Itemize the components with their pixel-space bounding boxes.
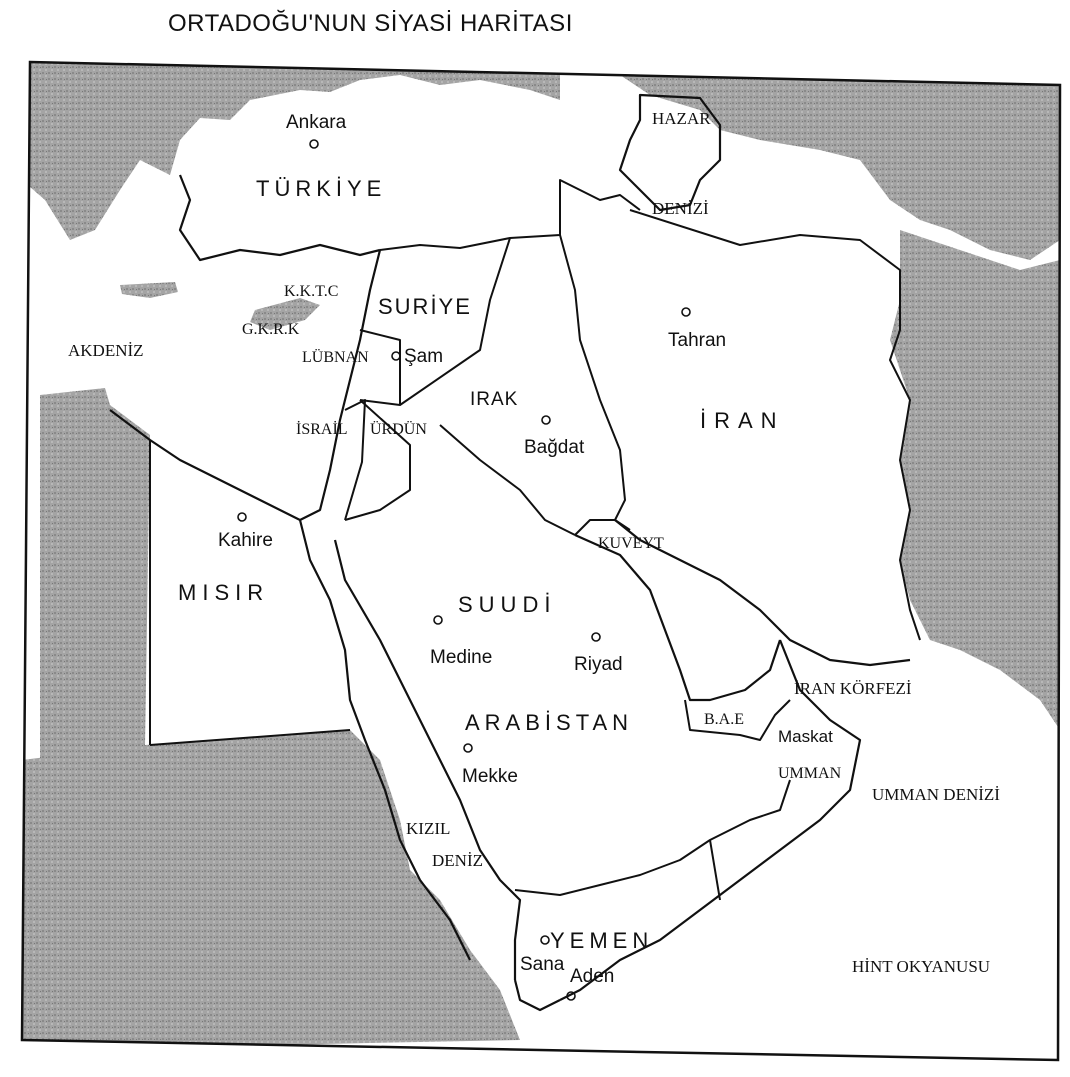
shaded-afghanistan-pakistan [890,230,1060,730]
label-kktc: K.K.T.C [284,283,338,300]
marker-tahran [681,307,691,317]
yemen-south-coast [513,979,561,1012]
label-israil: İSRAİL [296,420,348,438]
label-suudi: SUUDİ [458,592,556,617]
border-iraq-iran [559,234,626,521]
shaded-caucasus-central-asia [620,75,1060,260]
persian-gulf-east-coast [614,519,911,667]
label-umman-denizi: UMMAN DENİZİ [872,785,1000,804]
border-syria-lebanon [359,329,401,406]
label-akdeniz: AKDENİZ [68,341,144,360]
label-lubnan: LÜBNAN [302,348,369,366]
label-gkrk: G.K.R.K [242,321,300,338]
label-bae: B.A.E [704,711,744,728]
label-riyad: Riyad [574,654,623,675]
label-suriye: SURİYE [378,294,472,319]
label-yemen: YEMEN [550,928,653,953]
border-kuwait [574,519,631,536]
border-syria-iraq [399,237,511,406]
label-sam: Şam [404,346,443,367]
shaded-libya [40,388,150,760]
marker-sam [391,351,401,361]
label-irak: IRAK [470,389,518,410]
label-hint-okyanusu: HİNT OKYANUSU [852,957,990,976]
label-medine: Medine [430,647,492,668]
label-mekke: Mekke [462,766,518,787]
label-aden: Aden [570,966,614,987]
label-bagdat: Bağdat [524,437,585,458]
shaded-sudan-africa [22,730,520,1050]
border-jordan-saudi [344,399,411,521]
map-frame [20,60,1062,1062]
aegean-coast [178,174,381,262]
border-israel [344,399,366,521]
marker-sana [540,935,550,945]
border-iraq-saudi [439,424,576,536]
label-umman: UMMAN [778,765,842,782]
shaded-crete [120,282,178,298]
map-title: ORTADOĞU'NUN SİYASİ HARİTASI [168,10,573,37]
label-urdun: ÜRDÜN [370,420,427,438]
label-ankara: Ankara [286,112,347,133]
label-kizil: KIZIL [406,819,450,838]
label-misir: MISIR [178,580,269,605]
caspian-coast [618,93,722,212]
marker-kahire [237,512,247,522]
marker-bagdat [541,415,551,425]
shaded-cyprus [250,298,320,330]
red-sea-west-coast [298,519,471,961]
label-maskat: Maskat [778,727,833,746]
oman-coast [559,639,862,1001]
levant-coast [299,249,382,521]
marker-medine [433,615,443,625]
marker-riyad [591,632,601,642]
marker-aden [566,991,576,1001]
egypt-north-coast [109,409,301,521]
marker-mekke [463,743,473,753]
label-kizil-deniz: DENİZ [432,851,483,870]
label-arabistan: ARABİSTAN [465,710,633,735]
red-sea-east-coast [333,539,522,980]
label-hazar-denizi: DENİZİ [652,199,709,218]
label-turkiye: TÜRKİYE [256,176,386,201]
border-iran-east [629,209,921,641]
label-kuveyt: KUVEYT [598,535,664,552]
label-sana: Sana [520,954,565,975]
shaded-balkans [22,62,300,240]
border-saudi-yemen-oman [514,779,791,896]
persian-gulf-west-coast [574,533,782,702]
label-kahire: Kahire [218,530,273,551]
border-yemen-oman [709,839,721,901]
border-uae [684,699,791,741]
label-hazar: HAZAR [652,109,711,128]
label-iran-korfezi: İRAN KÖRFEZİ [794,679,912,698]
label-tahran: Tahran [668,330,726,351]
label-iran: İRAN [700,408,785,433]
border-egypt-sudan [149,729,351,746]
marker-ankara [309,139,319,149]
